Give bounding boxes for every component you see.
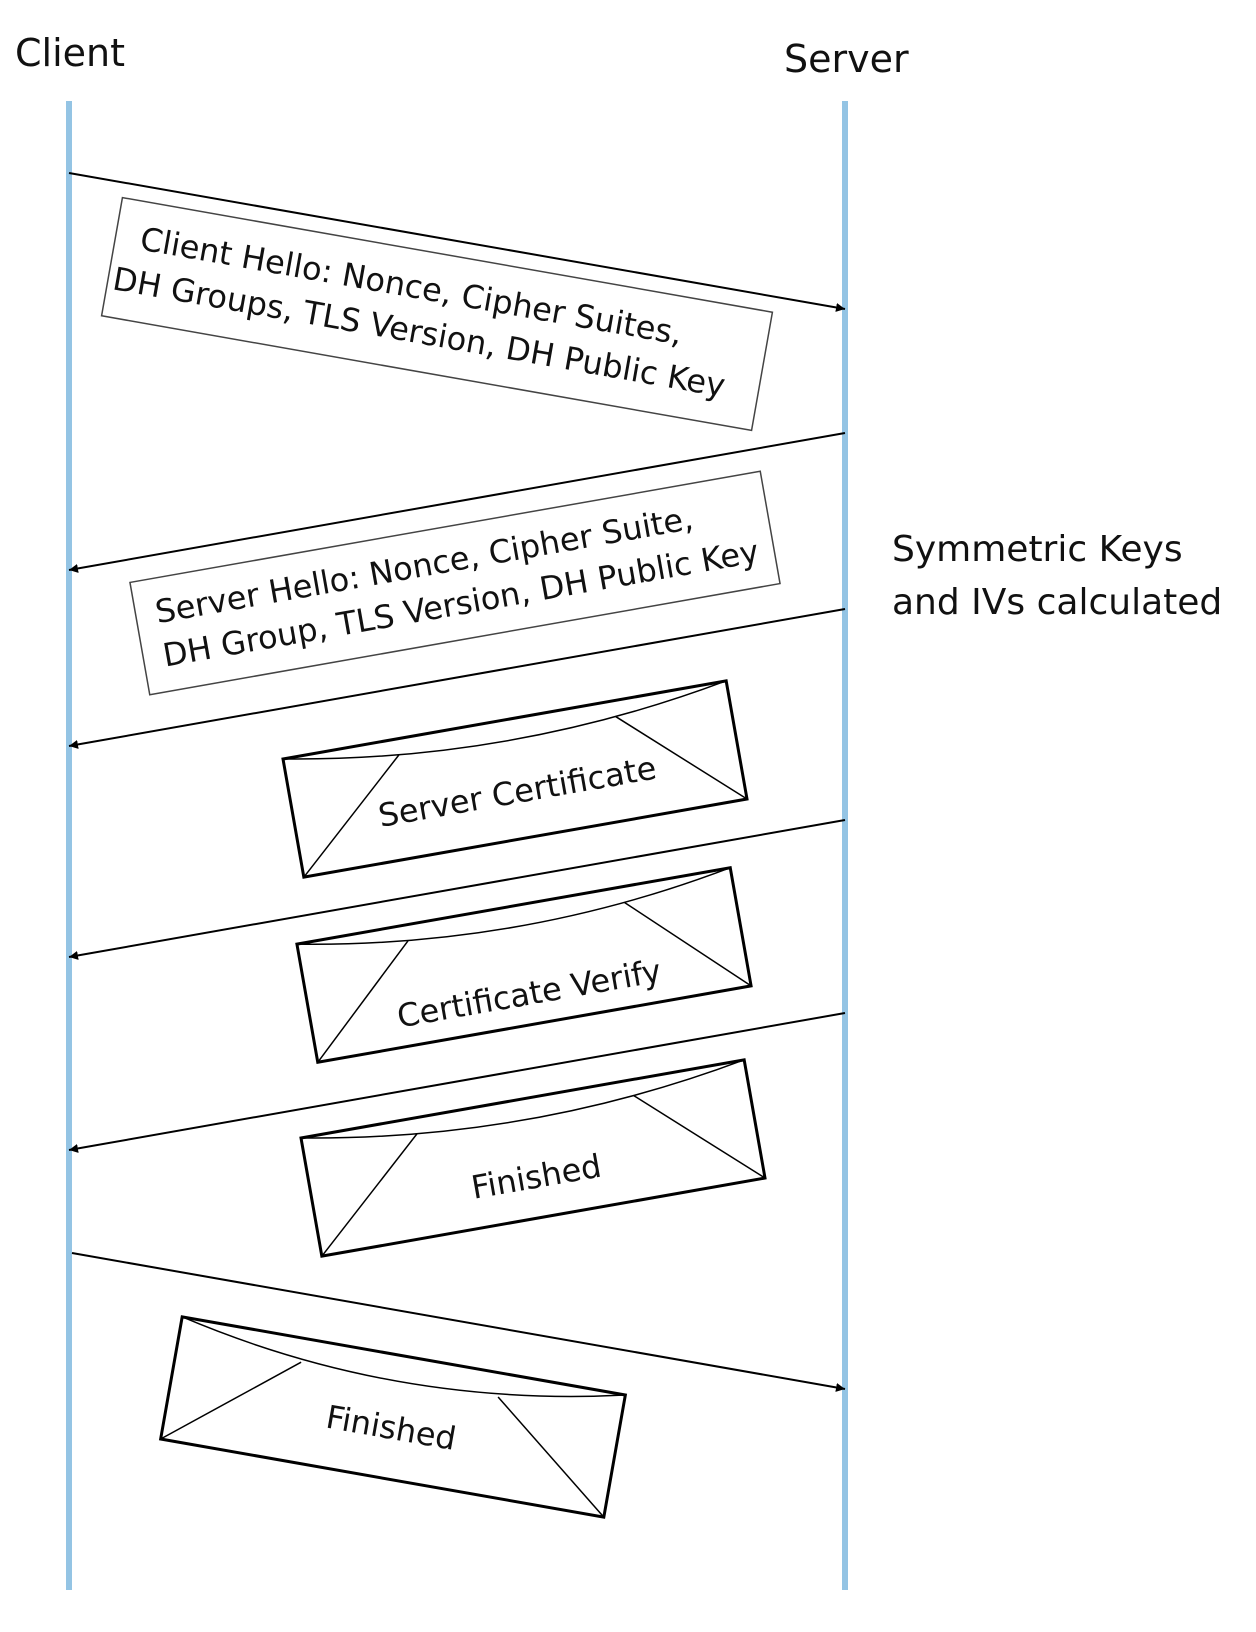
client-label: Client: [15, 31, 125, 75]
key-calculation-note-line1: Symmetric Keys: [892, 529, 1183, 570]
client-hello-arrow: [68, 172, 846, 312]
server-hello-arrow: [68, 432, 846, 573]
server-certificate-arrow: [68, 608, 846, 749]
client-finished-arrow: [71, 1252, 846, 1392]
certificate-verify-arrow: [68, 819, 846, 960]
key-calculation-note-line2: and IVs calculated: [892, 582, 1222, 623]
envelope-icon: [295, 865, 753, 1065]
envelope-icon: [281, 679, 749, 879]
server-certificate-envelope: Server Certificate: [281, 679, 749, 879]
server-finished-envelope: Finished: [299, 1058, 767, 1258]
server-finished-arrow: [68, 1012, 846, 1153]
server-hello-message: Server Hello: Nonce, Cipher Suite, DH Gr…: [129, 470, 781, 696]
envelope-icon: [299, 1058, 767, 1258]
server-label: Server: [784, 37, 909, 81]
envelope-icon: [158, 1315, 628, 1519]
client-finished-envelope: Finished: [158, 1315, 628, 1519]
client-hello-message: Client Hello: Nonce, Cipher Suites, DH G…: [100, 196, 774, 432]
certificate-verify-envelope: Certificate Verify: [295, 865, 753, 1065]
